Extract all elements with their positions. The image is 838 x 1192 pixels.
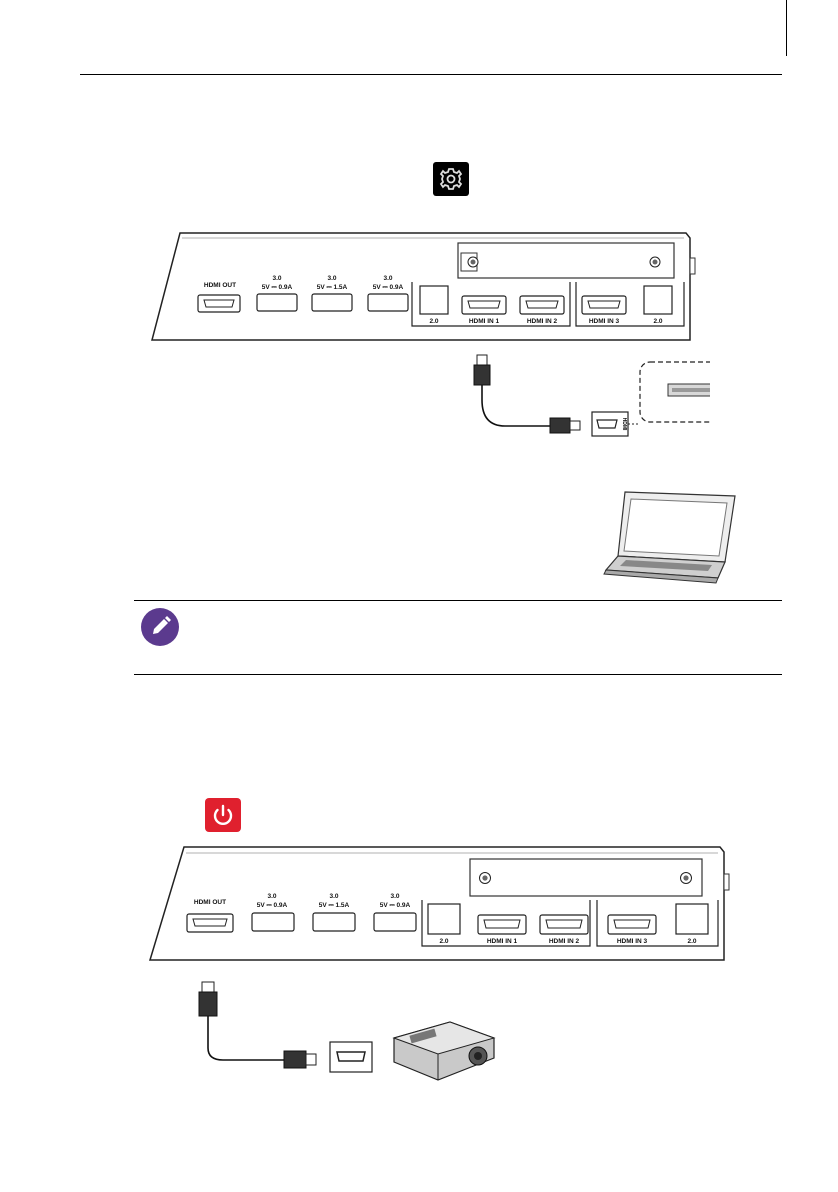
label-usb1-ver: 3.0 [272, 275, 281, 282]
label-usb2-power: 5V ⎓ 1.5A [317, 284, 348, 291]
port-usb3-3 [368, 294, 408, 311]
label-usb1-power: 5V ⎓ 0.9A [257, 902, 288, 909]
port-hdmi-out [198, 295, 240, 312]
label-usb2-power: 5V ⎓ 1.5A [319, 902, 350, 909]
label-hdmi-in-3: HDMI IN 3 [589, 318, 620, 325]
pencil-icon [141, 608, 179, 646]
label-usb-a-right: 2.0 [653, 318, 662, 325]
label-usb3-ver: 3.0 [390, 893, 399, 900]
port-hdmi-in-3 [582, 296, 626, 314]
device-port-label: HDMI [621, 418, 627, 431]
label-usb-a-right: 2.0 [687, 938, 696, 945]
port-usb3-3 [374, 913, 416, 931]
port-usb3-1 [252, 913, 294, 931]
projector-hdmi-port [330, 1042, 372, 1072]
note-top-rule [134, 600, 782, 601]
port-hdmi-in-2 [520, 296, 564, 314]
label-usb2-ver: 3.0 [329, 893, 338, 900]
port-usb-a-right [676, 904, 708, 934]
label-usb1-power: 5V ⎓ 0.9A [262, 284, 293, 291]
label-usb1-ver: 3.0 [267, 893, 276, 900]
connector-panel-top: HDMI OUT 3.0 5V ⎓ 0.9A 3.0 5V ⎓ 1.5A 3.0… [150, 228, 710, 438]
port-usb3-2 [312, 294, 352, 311]
label-hdmi-in-1: HDMI IN 1 [469, 318, 500, 325]
label-usb3-power: 5V ⎓ 0.9A [373, 284, 404, 291]
label-hdmi-out: HDMI OUT [204, 282, 236, 289]
power-icon [205, 798, 241, 832]
port-usb-a-left [420, 286, 448, 314]
projector-icon [394, 1022, 494, 1080]
label-usb-a-left: 2.0 [439, 938, 448, 945]
connector-panel-bottom: HDMI OUT 3.0 5V ⎓ 0.9A 3.0 5V ⎓ 1.5A 3.0… [148, 842, 738, 1092]
label-usb-a-left: 2.0 [429, 318, 438, 325]
label-hdmi-in-2: HDMI IN 2 [549, 938, 580, 945]
label-hdmi-out: HDMI OUT [194, 899, 226, 906]
port-usb-a-left [428, 904, 460, 934]
label-usb3-ver: 3.0 [383, 275, 392, 282]
label-hdmi-in-1: HDMI IN 1 [487, 938, 518, 945]
label-hdmi-in-3: HDMI IN 3 [617, 938, 648, 945]
port-hdmi-in-1 [462, 296, 506, 314]
label-usb3-power: 5V ⎓ 0.9A [380, 902, 411, 909]
label-hdmi-in-2: HDMI IN 2 [527, 318, 558, 325]
port-usb-a-right [644, 286, 672, 314]
gear-icon [433, 162, 469, 196]
note-bottom-rule [134, 674, 782, 675]
label-usb2-ver: 3.0 [327, 275, 336, 282]
crop-mark [786, 0, 787, 56]
port-usb3-1 [257, 294, 297, 311]
header-rule [80, 74, 782, 75]
dvd-player-icon [668, 384, 710, 396]
hdmi-cable-icon [199, 982, 316, 1068]
port-usb3-2 [313, 913, 355, 931]
hdmi-cable-icon [474, 355, 580, 433]
laptop-icon [600, 488, 740, 584]
